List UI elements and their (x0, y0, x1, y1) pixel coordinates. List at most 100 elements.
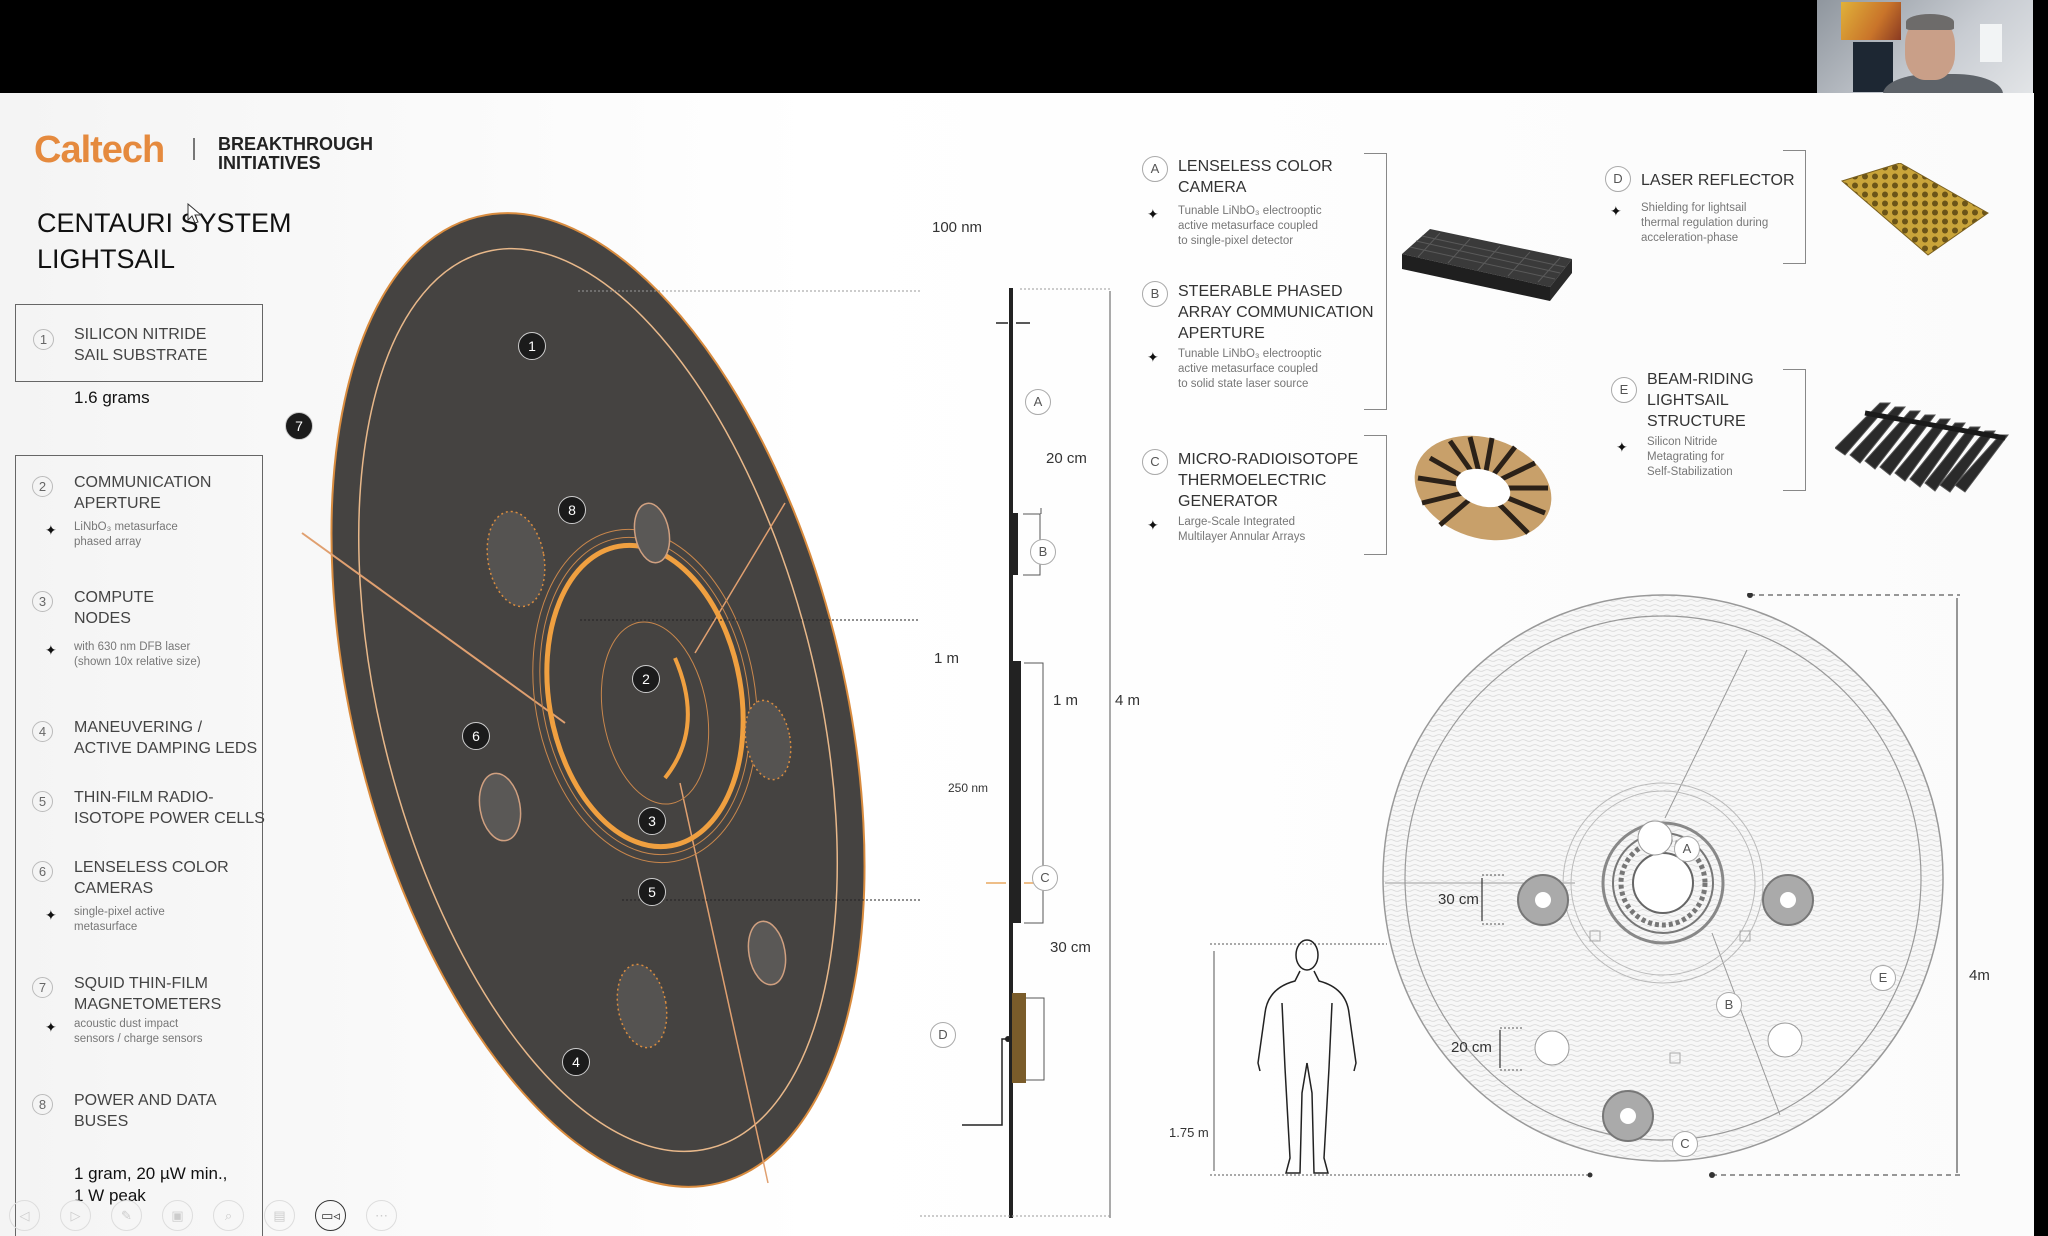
subtitles-icon: ▤ (273, 1207, 286, 1223)
desc-line2: active metasurface coupled (1178, 220, 1318, 232)
spec-AB-bracket (1364, 153, 1387, 410)
front-dim-sail-4m: 4m (1969, 967, 1990, 984)
spec-desc: Silicon Nitride Metagrating for Self-Sta… (1647, 435, 1807, 480)
spec-E-bracket (1783, 369, 1806, 491)
components-legend-box (15, 455, 263, 1236)
legend-number-1: 1 (33, 329, 54, 350)
label-line2: NODES (74, 610, 131, 627)
label-line1: COMPUTE (74, 589, 154, 606)
desc-line1: Shielding for lightsail (1641, 202, 1747, 214)
note-line2: phased array (74, 536, 142, 548)
title-line2: LIGHTSAIL (37, 244, 176, 274)
sail-callout-1: 1 (518, 332, 546, 360)
bullet-star-icon: ✦ (1616, 439, 1628, 455)
label-line2: ACTIVE DAMPING LEDS (74, 740, 258, 757)
front-dim-port-20cm: 20 cm (1451, 1039, 1492, 1056)
bullet-star-icon: ✦ (1147, 517, 1159, 533)
title-line1: LASER REFLECTOR (1641, 172, 1795, 189)
human-height-label: 1.75 m (1169, 1125, 1209, 1140)
previous-slide-button[interactable]: ◁ (9, 1200, 40, 1231)
laser-reflector-image (1840, 163, 1989, 256)
title-line3: APERTURE (1178, 325, 1265, 342)
desc-line2: active metasurface coupled (1178, 363, 1318, 375)
desc-line3: to single-pixel detector (1178, 235, 1294, 247)
arrow-right-icon: ▷ (70, 1207, 81, 1223)
video-camera-icon: ▭◃ (321, 1207, 340, 1223)
spec-title: BEAM-RIDING LIGHTSAIL STRUCTURE (1647, 369, 1807, 432)
label-line2: APERTURE (74, 495, 161, 512)
spec-title: STEERABLE PHASED ARRAY COMMUNICATION APE… (1178, 281, 1398, 344)
sail-callout-7: 7 (285, 412, 313, 440)
pen-tool-button[interactable]: ✎ (111, 1200, 142, 1231)
metagrating-image (1835, 402, 2010, 493)
label-line1: SILICON NITRIDE (74, 326, 207, 343)
title-line2: LIGHTSAIL (1647, 392, 1729, 409)
bullet-star-icon: ✦ (1610, 203, 1622, 219)
legend-note: with 630 nm DFB laser (shown 10x relativ… (74, 640, 274, 670)
arrow-left-icon: ◁ (19, 1207, 30, 1223)
zoom-button[interactable]: ⌕ (213, 1200, 244, 1231)
label-line2: CAMERAS (74, 880, 154, 897)
legend-label: LENSELESS COLOR CAMERAS (74, 857, 274, 899)
breakthrough-initiatives-logo: BREAKTHROUGH INITIATIVES (218, 135, 373, 173)
more-options-button[interactable]: ⋯ (366, 1200, 397, 1231)
dim-generator-30cm: 30 cm (1050, 939, 1091, 956)
front-callout-E: E (1870, 965, 1896, 991)
subtitles-button[interactable]: ▤ (264, 1200, 295, 1231)
label-line1: THIN-FILM RADIO- (74, 789, 214, 806)
camera-toggle-button[interactable]: ▭◃ (315, 1200, 346, 1231)
title-line1: BEAM-RIDING (1647, 371, 1754, 388)
spec-title: LASER REFLECTOR (1641, 170, 1841, 191)
sail-callout-3: 3 (638, 807, 666, 835)
label-line1: SQUID THIN-FILM (74, 975, 208, 992)
participant-hair (1906, 14, 1954, 30)
label-line1: COMMUNICATION (74, 474, 212, 491)
dim-250nm: 250 nm (948, 781, 989, 795)
label-line2: ISOTOPE POWER CELLS (74, 810, 265, 827)
label-line1: POWER AND DATA (74, 1092, 217, 1109)
desc-line2: Multilayer Annular Arrays (1178, 531, 1306, 543)
legend-number: 4 (32, 721, 53, 742)
presenter-toolbar: ◁ ▷ ✎ ▣ ⌕ ▤ ▭◃ ⋯ (0, 1200, 397, 1236)
substrate-legend-box: 1 SILICON NITRIDE SAIL SUBSTRATE (15, 304, 263, 382)
spec-title: LENSELESS COLOR CAMERA (1178, 156, 1398, 198)
desc-line3: acceleration-phase (1641, 232, 1739, 244)
title-line1: STEERABLE PHASED (1178, 283, 1343, 300)
title-line1: LENSELESS COLOR (1178, 158, 1333, 175)
desc-line1: Large-Scale Integrated (1178, 516, 1295, 528)
title-line1: CENTAURI SYSTEM (37, 208, 292, 238)
front-dim-camera-30cm: 30 cm (1438, 891, 1479, 908)
legend-label: SQUID THIN-FILM MAGNETOMETERS (74, 973, 274, 1015)
legend-label: POWER AND DATA BUSES (74, 1090, 274, 1132)
note-line1: single-pixel active (74, 906, 165, 918)
spec-title: MICRO-RADIOISOTOPE THERMOELECTRIC GENERA… (1178, 449, 1398, 512)
title-line2: ARRAY COMMUNICATION (1178, 304, 1374, 321)
legend-label: COMMUNICATION APERTURE (74, 472, 274, 514)
note-line2: metasurface (74, 921, 138, 933)
top-black-bar (0, 0, 2048, 93)
slides-grid-button[interactable]: ▣ (162, 1200, 193, 1231)
caltech-logo: Caltech (34, 129, 165, 171)
legend-number: 7 (32, 977, 53, 998)
side-callout-C: C (1032, 865, 1058, 891)
spec-desc: Shielding for lightsail thermal regulati… (1641, 201, 1811, 246)
bullet-star-icon: ✦ (1147, 349, 1159, 365)
sail-callout-2: 2 (632, 665, 660, 693)
magnifier-icon: ⌕ (224, 1207, 233, 1223)
pen-icon: ✎ (121, 1207, 132, 1223)
legend-note: single-pixel active metasurface (74, 905, 274, 935)
legend-number: 5 (32, 791, 53, 812)
legend-note: LiNbO₃ metasurface phased array (74, 520, 274, 550)
bullet-star-icon: ✦ (45, 907, 57, 923)
human-figure-icon (1257, 939, 1357, 1174)
presentation-slide: Caltech BREAKTHROUGH INITIATIVES CENTAUR… (0, 93, 2034, 1236)
wall-painting (1841, 2, 1901, 40)
background-window (1980, 24, 2002, 62)
background-door (1853, 42, 1893, 92)
partner-line1: BREAKTHROUGH (218, 134, 373, 154)
legend-number: 2 (32, 476, 53, 497)
note-line1: LiNbO₃ metasurface (74, 521, 178, 533)
next-slide-button[interactable]: ▷ (60, 1200, 91, 1231)
front-callout-B: B (1716, 992, 1742, 1018)
spec-letter: D (1605, 166, 1631, 192)
